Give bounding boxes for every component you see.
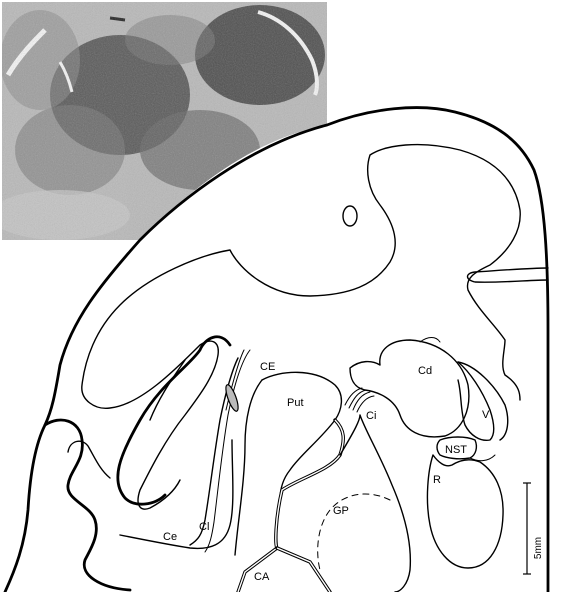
left-gyri-inner <box>68 360 185 478</box>
gp-dashed <box>318 494 390 570</box>
label-put: Put <box>287 397 304 409</box>
gp-outline <box>340 415 410 592</box>
ci-fibres <box>345 388 374 412</box>
r-outline <box>427 455 503 568</box>
scale-bar-label: 5mm <box>533 537 544 559</box>
label-v: V <box>482 409 490 421</box>
label-gp: GP <box>333 505 349 517</box>
label-ca: CA <box>254 571 270 583</box>
internal-capsule-lines <box>238 420 343 592</box>
left-gyri <box>45 337 230 590</box>
label-ce-lower: Ce <box>163 531 177 543</box>
micrograph-photo <box>0 2 332 242</box>
label-cd: Cd <box>418 365 432 377</box>
label-nst: NST <box>445 444 467 456</box>
label-r: R <box>433 474 441 486</box>
label-ce: CE <box>260 361 275 373</box>
label-cl: Cl <box>199 521 209 533</box>
label-ci: Ci <box>366 410 376 422</box>
external-capsule <box>205 350 250 552</box>
small-oval <box>343 206 357 226</box>
caudate-outline <box>350 340 469 437</box>
putamen-left <box>235 380 262 555</box>
ventricle-outer <box>458 362 508 440</box>
scale-bar: 5mm <box>523 483 544 574</box>
